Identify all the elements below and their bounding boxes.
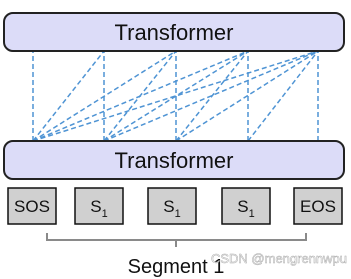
top-transformer-layer: Transformer [3,12,345,52]
token-box [221,187,271,225]
attention-line [32,50,105,142]
attention-line [175,50,319,142]
bottom-transformer-layer: Transformer [3,140,345,180]
input-tokens: SOS S1 S1 S1 EOS [7,187,343,225]
attention-line [175,50,249,142]
segment-brace-line [46,233,307,247]
token-label: S1 [237,197,254,220]
bottom-transformer-label: Transformer [115,148,234,173]
token-box [74,187,124,225]
token: S1 [74,187,124,225]
token-box [147,187,197,225]
token-box [293,187,343,225]
token: S1 [221,187,271,225]
top-transformer-label: Transformer [115,20,234,45]
attention-line [247,50,319,142]
attention-line [103,50,319,142]
token: EOS [293,187,343,225]
watermark: CSDN @mengrennwpu [211,251,347,266]
bottom-transformer-box [3,140,345,180]
segment-label: Segment 1 [128,256,225,278]
attention-line [103,50,177,142]
token: SOS [7,187,57,225]
attention-connections [32,50,319,142]
attention-line [32,50,319,142]
token-label: S1 [163,197,180,220]
top-transformer-box [3,12,345,52]
segment-brace [46,233,307,247]
token-label: EOS [300,197,336,216]
token-label: SOS [14,197,50,216]
token-label: S1 [90,197,107,220]
token: S1 [147,187,197,225]
token-box [7,187,57,225]
